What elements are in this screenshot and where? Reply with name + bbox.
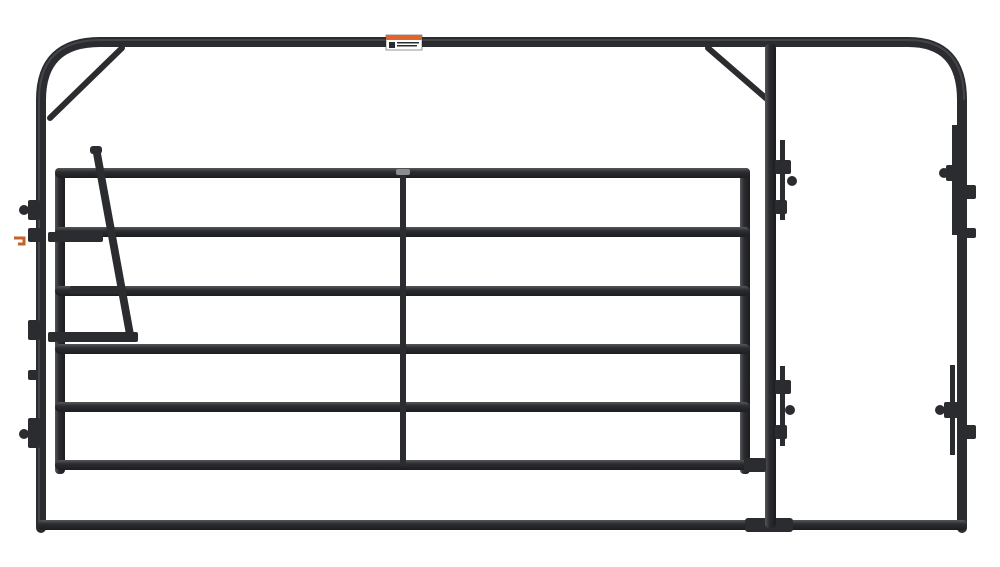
middle-hinge-upper-pin bbox=[780, 140, 785, 220]
middle-hinges bbox=[744, 140, 797, 472]
bottom-rail bbox=[38, 520, 967, 530]
left-latch-block-2 bbox=[28, 228, 44, 242]
left-latch-knob-1 bbox=[19, 205, 29, 215]
middle-upright-post bbox=[765, 44, 776, 528]
left-latch-block-4 bbox=[28, 418, 40, 448]
latch-plate-upper bbox=[48, 232, 103, 242]
right-hinges bbox=[935, 125, 976, 455]
inner-swing-gate bbox=[48, 146, 750, 474]
middle-hinge-lower-plate bbox=[775, 425, 787, 439]
left-corner-brace bbox=[47, 45, 125, 121]
middle-hinge-upper-knob bbox=[787, 176, 797, 186]
gate-bottom-hinge bbox=[744, 458, 766, 472]
right-hinge-upper-tab bbox=[962, 228, 976, 238]
orange-latch-clip bbox=[14, 236, 26, 246]
middle-hinge-lower-sleeve bbox=[775, 380, 791, 394]
gate-center-tag bbox=[396, 169, 410, 175]
middle-hinge-lower-knob bbox=[785, 405, 795, 415]
left-latch-knob-2 bbox=[19, 429, 29, 439]
right-hinge-lower-knob bbox=[935, 405, 945, 415]
latch-plate-lower bbox=[48, 332, 138, 342]
outer-frame bbox=[36, 37, 967, 533]
latch-bar bbox=[92, 148, 135, 340]
right-hinge-lower-plate bbox=[962, 425, 976, 439]
middle-hinge-upper-plate bbox=[775, 200, 787, 214]
left-latch-block-3 bbox=[28, 320, 40, 340]
latch-plate-mid bbox=[70, 286, 120, 294]
corner-braces bbox=[47, 45, 771, 121]
warning-label bbox=[385, 34, 423, 51]
left-latch-block-5 bbox=[28, 370, 38, 380]
latch-bar-top bbox=[90, 146, 102, 154]
right-hinge-upper-plate bbox=[962, 185, 976, 199]
middle-hinge-lower-pin bbox=[780, 366, 785, 446]
right-corner-brace bbox=[705, 45, 771, 103]
left-hardware bbox=[14, 200, 44, 448]
right-hinge-upper-knob bbox=[939, 168, 949, 178]
gate-left-post bbox=[55, 168, 65, 474]
gate-center-stay bbox=[400, 172, 406, 466]
right-hinge-upper-sleeve bbox=[946, 165, 960, 181]
gate-right-post bbox=[740, 168, 750, 474]
right-hinge-lower-sleeve bbox=[944, 402, 958, 418]
left-latch-block-1 bbox=[28, 200, 40, 220]
outer-frame-tube bbox=[36, 37, 967, 533]
middle-hinge-upper-sleeve bbox=[775, 160, 791, 174]
